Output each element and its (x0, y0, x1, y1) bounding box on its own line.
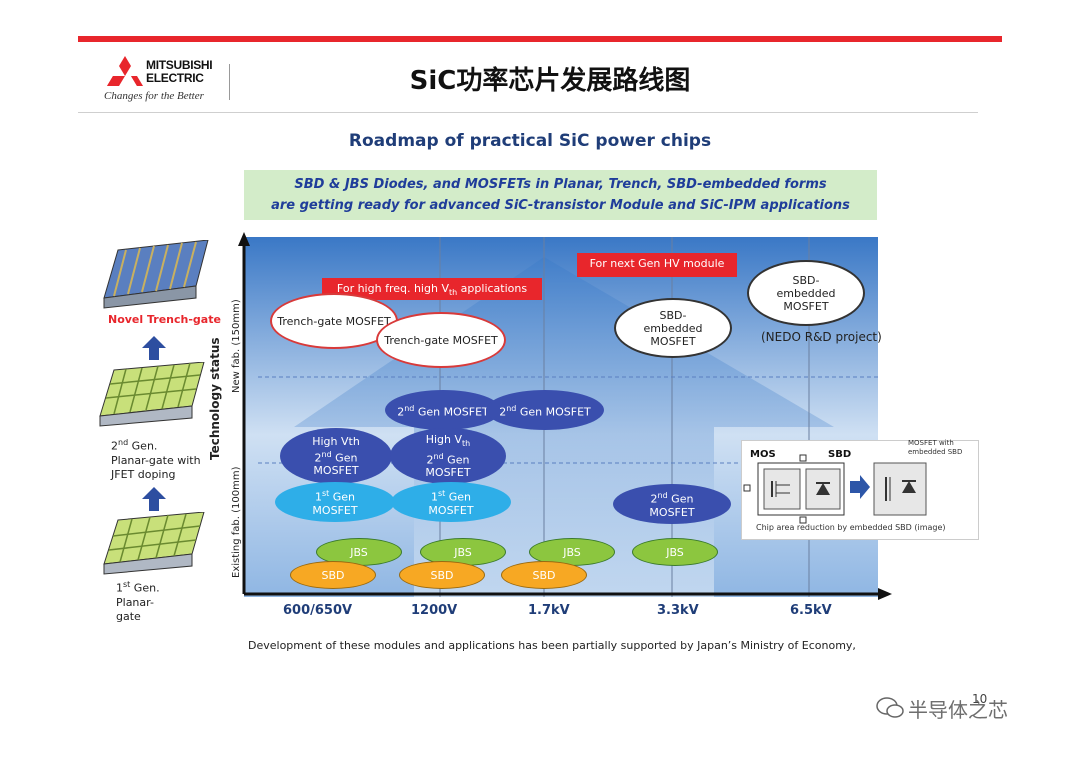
node-jbs-3.3kv: JBS (632, 538, 718, 566)
watermark-text: 半导体之芯 (908, 698, 1008, 722)
node-2nd-gen-1.7kv: 2nd Gen MOSFET (486, 390, 604, 430)
x-tick-3.3kv: 3.3kV (657, 603, 699, 618)
footnote: Development of these modules and applica… (248, 639, 856, 652)
planar-jfet-chip-icon (99, 362, 205, 427)
brand-name-line1: MITSUBISHI (146, 58, 213, 72)
inset-embedded-sbd: embedded SBD (908, 448, 963, 456)
summary-banner: SBD & JBS Diodes, and MOSFETs in Planar,… (244, 170, 877, 220)
page-title: SiC功率芯片发展路线图 (409, 66, 691, 96)
novel-trench-gate-label: Novel Trench-gate (108, 313, 221, 326)
x-tick-600v: 600/650V (283, 603, 353, 618)
y-axis-title: Technology status (208, 337, 222, 460)
node-sbd-embedded-6.5kv: SBD-embedded MOSFET (747, 260, 865, 326)
embedded-sbd-inset: MOS SBD MOSFET with embedded SBD Chip ar… (741, 439, 979, 540)
up-arrow-icon (142, 487, 166, 511)
x-tick-6.5kv: 6.5kV (790, 603, 832, 618)
x-tick-1.7kv: 1.7kV (528, 603, 570, 618)
node-sbd-600: SBD (290, 561, 376, 589)
page-number: 10 (972, 692, 988, 706)
callout-high-freq: For high freq. high Vth applications (322, 278, 542, 300)
chart-axes (238, 232, 892, 600)
nedo-note: (NEDO R&D project) (761, 330, 882, 344)
up-arrow-icon (142, 336, 166, 360)
brand-name-line2: ELECTRIC (146, 71, 204, 85)
brand-tagline: Changes for the Better (104, 90, 204, 102)
node-trench-gate-1200: Trench-gate MOSFET (376, 312, 506, 368)
logo-divider (229, 64, 230, 100)
planar-gate-chip-icon (103, 512, 205, 575)
inset-mos-label: MOS (750, 449, 776, 460)
top-red-bar (78, 36, 1002, 42)
inset-mosfet-with: MOSFET with (908, 439, 954, 447)
embedded-sbd-diagram-icon (743, 454, 927, 524)
slide-subtitle: Roadmap of practical SiC power chips (348, 131, 712, 151)
y-level-new: New fab. (150mm) (231, 299, 242, 393)
y-level-existing: Existing fab. (100mm) (231, 466, 242, 578)
inset-sbd-label: SBD (828, 449, 852, 460)
node-sbd-1200: SBD (399, 561, 485, 589)
wechat-icon (876, 697, 904, 718)
banner-line-1: SBD & JBS Diodes, and MOSFETs in Planar,… (294, 177, 827, 192)
header-divider (78, 112, 978, 113)
gen1-label: 1st Gen.Planar-gate (116, 580, 160, 623)
trench-gate-chip-icon (103, 240, 209, 309)
node-sbd-1.7kv: SBD (501, 561, 587, 589)
mitsubishi-logo-icon (107, 56, 143, 86)
x-tick-1200v: 1200V (411, 603, 458, 618)
banner-line-2: are getting ready for advanced SiC-trans… (271, 198, 850, 213)
inset-caption: Chip area reduction by embedded SBD (ima… (756, 523, 946, 532)
node-sbd-embedded-3.3kv: SBD-embedded MOSFET (614, 298, 732, 358)
callout-next-gen-hv: For next Gen HV module (577, 253, 737, 277)
node-2nd-gen-1200: 2nd Gen MOSFET (385, 390, 501, 430)
